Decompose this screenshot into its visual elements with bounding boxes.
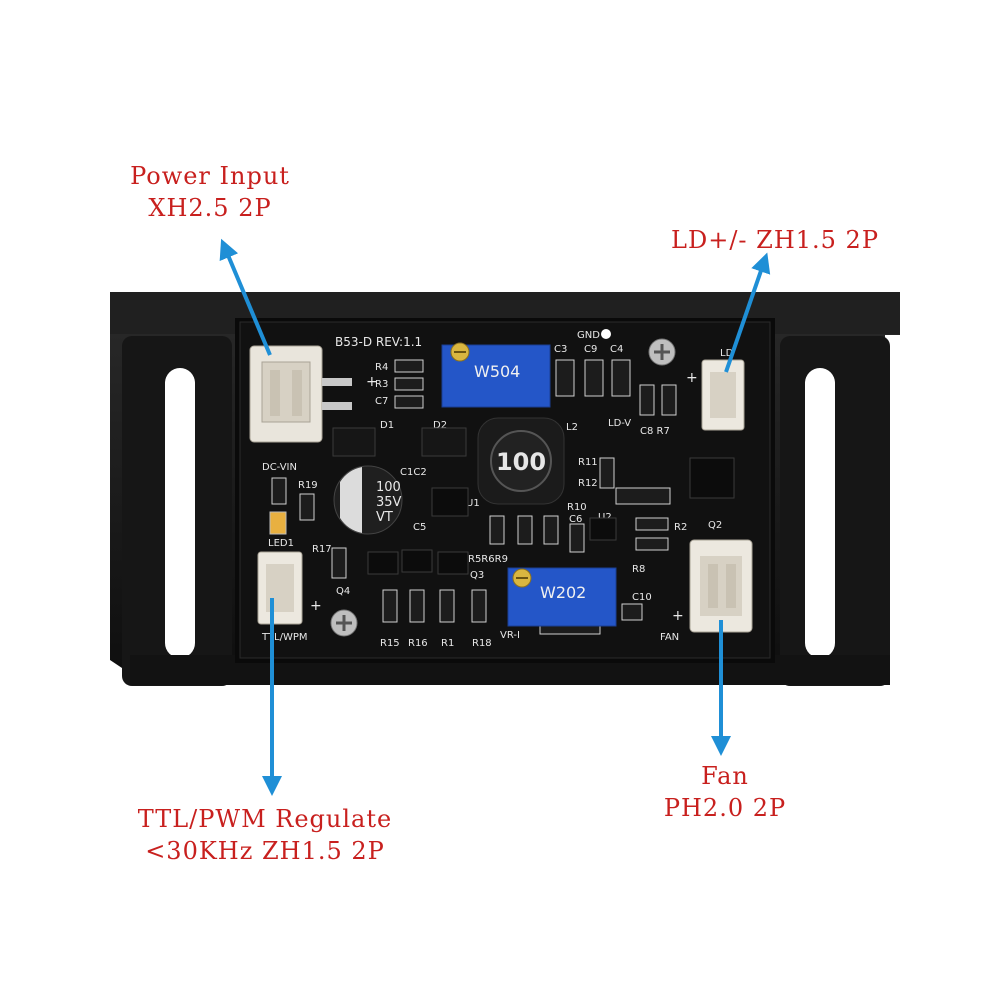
- svg-text:R16: R16: [408, 638, 428, 649]
- left-mount-slot: [165, 368, 195, 658]
- svg-text:C10: C10: [632, 592, 652, 603]
- power-arrow: [219, 238, 272, 356]
- svg-text:+: +: [310, 598, 322, 614]
- svg-text:TTL/WPM: TTL/WPM: [261, 632, 308, 643]
- svg-text:R12: R12: [578, 478, 598, 489]
- svg-text:100: 100: [496, 448, 546, 476]
- svg-text:R1: R1: [441, 638, 454, 649]
- svg-text:100: 100: [376, 480, 401, 495]
- power-input-title: Power Input: [130, 162, 290, 190]
- ttl-pwm-label: TTL/PWM Regulate <30KHz ZH1.5 2P: [125, 803, 405, 867]
- svg-text:R2: R2: [674, 522, 687, 533]
- fan-connector: PH2.0 2P: [663, 794, 787, 822]
- right-mount-slot: [805, 368, 835, 658]
- svg-text:C1C2: C1C2: [400, 467, 427, 478]
- svg-text:C4: C4: [610, 344, 623, 355]
- svg-text:C9: C9: [584, 344, 597, 355]
- svg-text:U1: U1: [466, 498, 480, 509]
- inductor: 100: [477, 417, 565, 505]
- ttl-connector-housing: [257, 551, 303, 625]
- svg-text:L2: L2: [566, 422, 578, 433]
- svg-text:LD-V: LD-V: [608, 418, 631, 429]
- screws: [330, 329, 676, 637]
- svg-text:R18: R18: [472, 638, 492, 649]
- ttl-pwm-title: TTL/PWM Regulate: [137, 805, 393, 833]
- svg-text:R8: R8: [632, 564, 645, 575]
- ld-arrow: [724, 252, 771, 373]
- svg-text:R4: R4: [375, 362, 388, 373]
- svg-text:Q4: Q4: [336, 586, 350, 597]
- svg-text:35V: 35V: [376, 495, 402, 510]
- svg-text:R11: R11: [578, 457, 598, 468]
- svg-text:FAN: FAN: [660, 632, 679, 643]
- led1: [269, 511, 287, 535]
- ttl-pwm-connector: <30KHz ZH1.5 2P: [145, 837, 385, 865]
- fan-label: Fan PH2.0 2P: [640, 760, 810, 824]
- silkscreen: B53-D REV:1.1 GND C3 C9 C4 LD R4 R3 C7 D…: [261, 330, 734, 649]
- fan-title: Fan: [701, 762, 749, 790]
- potentiometer-w202: W202: [507, 567, 617, 627]
- svg-text:LD: LD: [720, 348, 734, 359]
- svg-text:VT: VT: [376, 510, 393, 525]
- svg-text:D2: D2: [433, 420, 447, 431]
- svg-text:C8 R7: C8 R7: [640, 426, 670, 437]
- svg-text:R19: R19: [298, 480, 318, 491]
- ld-connector-housing: [701, 359, 745, 431]
- power-input-connector-housing: [249, 345, 352, 443]
- svg-text:D1: D1: [380, 420, 394, 431]
- potentiometer-w504: W504: [441, 342, 551, 408]
- board-model: B53-D REV:1.1: [335, 335, 422, 349]
- svg-text:C5: C5: [413, 522, 426, 533]
- svg-text:R17: R17: [312, 544, 332, 555]
- ics: [332, 427, 735, 575]
- svg-text:R10: R10: [567, 502, 587, 513]
- svg-text:C7: C7: [375, 396, 388, 407]
- svg-text:C3: C3: [554, 344, 567, 355]
- ld-connector-title: LD+/- ZH1.5 2P: [671, 226, 879, 254]
- svg-text:R3: R3: [375, 379, 388, 390]
- callout-arrows: [219, 238, 771, 796]
- svg-text:+: +: [366, 374, 378, 390]
- ld-connector-label: LD+/- ZH1.5 2P: [650, 224, 900, 256]
- svg-text:DC-VIN: DC-VIN: [262, 462, 297, 473]
- svg-text:W202: W202: [540, 583, 586, 602]
- svg-text:C6: C6: [569, 514, 582, 525]
- svg-text:W504: W504: [474, 362, 520, 381]
- svg-text:+: +: [672, 608, 684, 624]
- svg-text:LED1: LED1: [268, 538, 294, 549]
- fan-connector-housing: [689, 539, 753, 633]
- svg-text:R5R6R9: R5R6R9: [468, 554, 508, 565]
- electrolytic-capacitor: 100 35V VT: [333, 465, 403, 535]
- svg-text:+: +: [686, 370, 698, 386]
- svg-text:GND: GND: [577, 330, 600, 341]
- power-input-label: Power Input XH2.5 2P: [105, 160, 315, 224]
- power-input-connector: XH2.5 2P: [148, 194, 272, 222]
- svg-text:Q3: Q3: [470, 570, 484, 581]
- svg-text:Q2: Q2: [708, 520, 722, 531]
- svg-text:VR-I: VR-I: [500, 630, 520, 641]
- svg-text:R15: R15: [380, 638, 400, 649]
